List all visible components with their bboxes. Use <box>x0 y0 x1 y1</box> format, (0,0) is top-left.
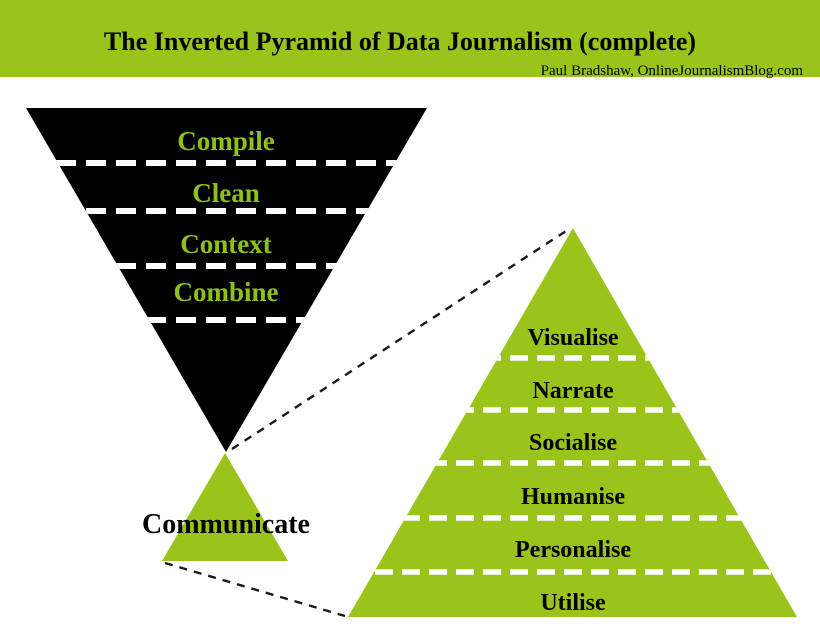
zoom-connector-bottom-line <box>164 561 346 618</box>
zoom-connector-top-line <box>231 229 567 451</box>
stage-label-clean: Clean <box>192 178 260 208</box>
stage-label-narrate: Narrate <box>532 378 614 404</box>
inverted-pyramid-shape <box>26 108 427 452</box>
page-title: The Inverted Pyramid of Data Journalism … <box>104 27 696 56</box>
stage-label-personalise: Personalise <box>515 537 631 563</box>
stage-label-combine: Combine <box>173 277 278 307</box>
stage-label-utilise: Utilise <box>540 590 606 616</box>
communicate-triangle <box>162 453 288 561</box>
attribution-text: Paul Bradshaw, OnlineJournalismBlog.com <box>541 63 804 79</box>
stage-label-compile: Compile <box>177 126 275 156</box>
expanded-pyramid-dividers <box>348 355 797 575</box>
communicate-label: Communicate <box>142 509 310 540</box>
stage-label-visualise: Visualise <box>527 325 618 351</box>
header-banner <box>0 0 820 77</box>
stage-label-humanise: Humanise <box>521 484 625 510</box>
stage-label-socialise: Socialise <box>529 430 617 456</box>
stage-label-context: Context <box>180 229 271 259</box>
